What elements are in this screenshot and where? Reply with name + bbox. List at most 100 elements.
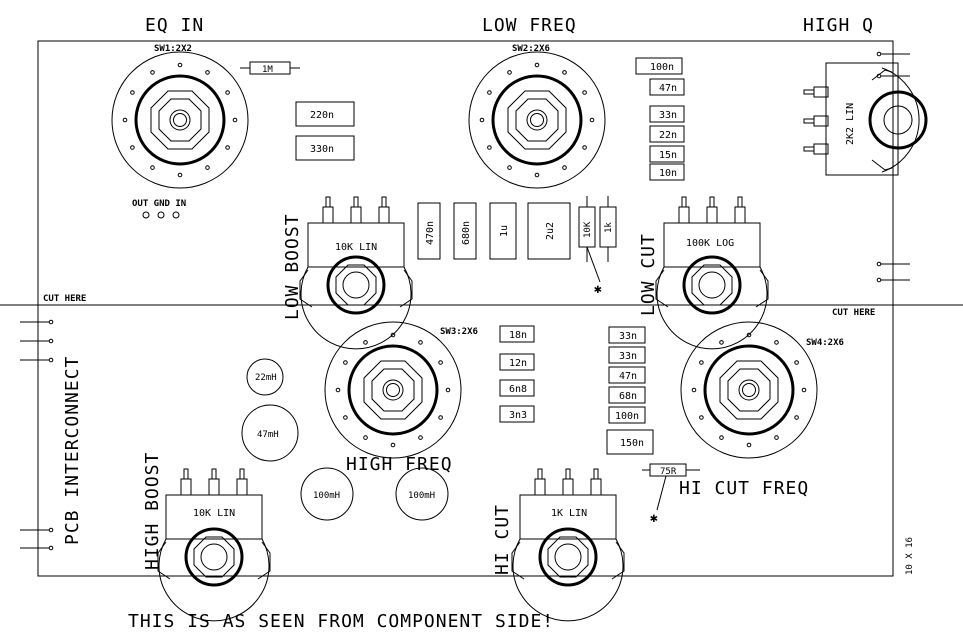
resistor-1m-value: 1M bbox=[262, 65, 273, 75]
capacitor-1u bbox=[489, 202, 517, 260]
inductor-100mh-left-value: 100mH bbox=[313, 491, 340, 501]
capacitor-680n-value: 680n bbox=[461, 221, 472, 245]
resistor-1k: 1k bbox=[599, 196, 617, 262]
capacitor-330n-value: 330n bbox=[310, 144, 334, 155]
cut-here-label-right: CUT HERE bbox=[832, 308, 875, 318]
hc-cap-4 bbox=[608, 406, 646, 424]
sw1-rotary-switch bbox=[110, 50, 250, 190]
cut-here-label-left: CUT HERE bbox=[43, 294, 86, 304]
hc-cap-0-value: 33n bbox=[619, 331, 637, 342]
low-freq-capacitor-column: 100n 47n 33n 22n 15n 10n bbox=[635, 57, 685, 181]
lf-cap-0-value: 100n bbox=[650, 62, 674, 73]
inductor-47mh-value: 47mH bbox=[257, 430, 279, 440]
hi-cut-label: HI CUT bbox=[492, 504, 513, 575]
low-boost-potentiometer bbox=[298, 195, 414, 351]
interconnect-pads bbox=[20, 319, 54, 551]
capacitor-220n-value: 220n bbox=[310, 110, 334, 121]
leader-line-10k bbox=[586, 246, 601, 283]
low-boost-pot-value: 10K LIN bbox=[335, 242, 377, 253]
sw2-label: SW2:2X6 bbox=[512, 44, 550, 54]
capacitor-220n bbox=[295, 101, 355, 127]
lf-cap-0 bbox=[635, 57, 683, 75]
capacitor-150n bbox=[606, 429, 654, 455]
jack-pad-out bbox=[142, 211, 150, 219]
hc-cap-2-value: 47n bbox=[619, 371, 637, 382]
lf-cap-2-value: 33n bbox=[659, 110, 677, 121]
high-boost-potentiometer bbox=[156, 467, 272, 623]
pcb-interconnect-label: PCB INTERCONNECT bbox=[62, 356, 83, 545]
resistor-1k-value: 1k bbox=[604, 222, 614, 233]
hc-cap-3 bbox=[608, 386, 646, 404]
lf-cap-4-value: 15n bbox=[659, 150, 677, 161]
sw3-rotary-switch bbox=[323, 320, 463, 460]
inductor-22mh bbox=[246, 358, 284, 396]
low-boost-label: LOW BOOST bbox=[282, 213, 303, 320]
board-outline bbox=[37, 40, 894, 577]
lf-cap-4 bbox=[649, 145, 685, 163]
lf-cap-5 bbox=[649, 163, 685, 181]
high-q-wire-pads bbox=[876, 51, 910, 283]
resistor-75r-value: 75R bbox=[660, 467, 677, 477]
resistor-10k: 10K bbox=[578, 196, 596, 262]
hf-cap-1 bbox=[499, 353, 535, 371]
low-cut-potentiometer bbox=[654, 195, 770, 351]
capacitor-470n-value: 470n bbox=[425, 221, 436, 245]
inductor-100mh-right-value: 100mH bbox=[408, 491, 435, 501]
inductor-22mh-value: 22mH bbox=[255, 373, 277, 383]
footer-note: THIS IS AS SEEN FROM COMPONENT SIDE! bbox=[128, 611, 554, 632]
hi-cut-freq-label: HI CUT FREQ bbox=[679, 478, 809, 499]
leader-line-75r bbox=[656, 475, 667, 511]
out-gnd-in-label: OUT GND IN bbox=[132, 199, 186, 209]
lf-cap-5-value: 10n bbox=[659, 168, 677, 179]
inductor-47mh bbox=[241, 404, 299, 462]
sw4-rotary-switch bbox=[679, 320, 819, 460]
capacitor-2u2 bbox=[527, 202, 571, 260]
asterisk-marker-upper: ✱ bbox=[594, 282, 602, 297]
hf-cap-2-value: 6n8 bbox=[509, 384, 527, 395]
hf-cap-0 bbox=[499, 325, 535, 343]
capacitor-680n bbox=[453, 202, 477, 260]
jack-pad-gnd bbox=[157, 211, 165, 219]
hc-cap-4-value: 100n bbox=[615, 411, 639, 422]
high-boost-pot-value: 10K LIN bbox=[193, 508, 235, 519]
sw4-label: SW4:2X6 bbox=[806, 338, 844, 348]
high-q-label: HIGH Q bbox=[803, 15, 874, 36]
lf-cap-1 bbox=[649, 78, 685, 96]
lf-cap-2 bbox=[649, 105, 685, 123]
capacitor-150n-value: 150n bbox=[620, 438, 644, 449]
low-freq-label: LOW FREQ bbox=[482, 15, 577, 36]
hi-cut-pot-value: 1K LIN bbox=[551, 508, 587, 519]
hc-cap-0 bbox=[608, 326, 646, 344]
hf-cap-1-value: 12n bbox=[509, 358, 527, 369]
low-cut-pot-value: 100K LOG bbox=[686, 238, 734, 249]
capacitor-1u-value: 1u bbox=[499, 225, 510, 237]
resistor-10k-value: 10K bbox=[583, 221, 593, 238]
sw1-label: SW1:2X2 bbox=[154, 44, 192, 54]
hc-cap-1 bbox=[608, 346, 646, 364]
resistor-75r: 75R bbox=[642, 463, 700, 477]
lf-cap-3-value: 22n bbox=[659, 130, 677, 141]
inductor-100mh-left bbox=[300, 467, 354, 521]
high-boost-label: HIGH BOOST bbox=[142, 452, 163, 570]
sw2-rotary-switch bbox=[467, 50, 607, 190]
lf-cap-1-value: 47n bbox=[659, 83, 677, 94]
hf-cap-3-value: 3n3 bbox=[509, 410, 527, 421]
sw3-label: SW3:2X6 bbox=[440, 327, 478, 337]
hc-cap-3-value: 68n bbox=[619, 391, 637, 402]
grid-size-label: 10 X 16 bbox=[905, 537, 915, 575]
capacitor-470n bbox=[417, 202, 441, 260]
jack-pad-in bbox=[172, 211, 180, 219]
resistor-1m: 1M bbox=[240, 61, 300, 75]
lf-cap-3 bbox=[649, 125, 685, 143]
high-q-pot-value: 2K2 LIN bbox=[845, 103, 856, 145]
hc-cap-1-value: 33n bbox=[619, 351, 637, 362]
high-freq-label: HIGH FREQ bbox=[346, 454, 453, 475]
hc-cap-2 bbox=[608, 366, 646, 384]
low-cut-label: LOW CUT bbox=[638, 233, 659, 316]
eq-in-label: EQ IN bbox=[145, 15, 204, 36]
hf-cap-3 bbox=[499, 405, 535, 423]
asterisk-marker-lower: ✱ bbox=[650, 511, 658, 526]
high-q-potentiometer bbox=[803, 62, 928, 176]
hf-cap-2 bbox=[499, 379, 535, 397]
